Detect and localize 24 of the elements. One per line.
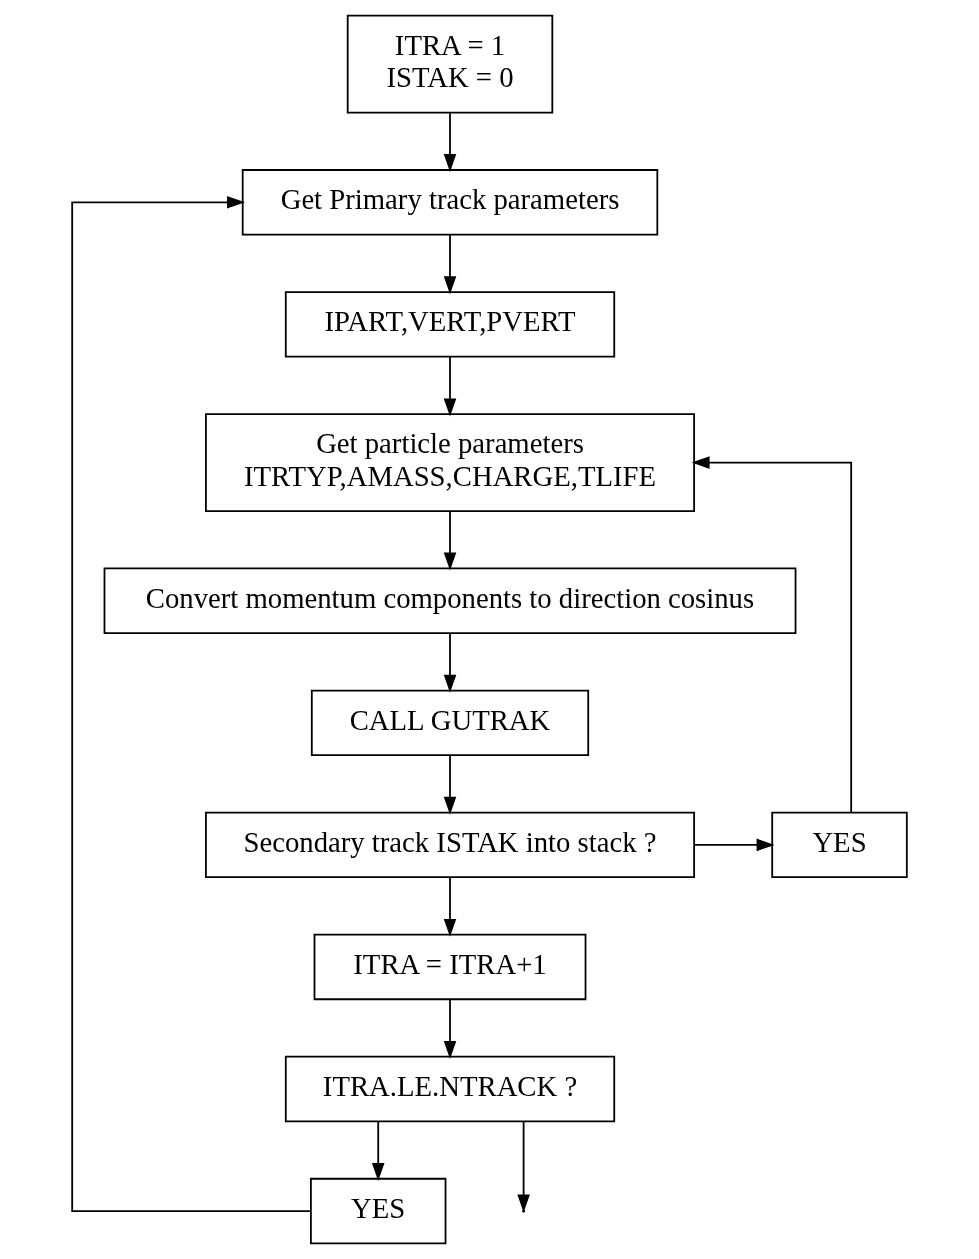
- arrow: [693, 838, 775, 852]
- arrow: [443, 998, 457, 1059]
- node-box: Convert momentum components to direction cosinus: [103, 567, 797, 634]
- node-box: ITRA = 1 ISTAK = 0: [346, 14, 554, 114]
- node-box: ITRA = ITRA+1: [313, 933, 587, 1001]
- arrow: [691, 456, 853, 814]
- node-box: Get particle parameters ITRTYP,AMASS,CHARGE,TLIFE: [205, 413, 695, 512]
- arrow: [443, 632, 457, 693]
- node-box: IPART,VERT,PVERT: [284, 291, 616, 358]
- arrow: [443, 510, 457, 571]
- arrow: [443, 754, 457, 815]
- node-box: ITRA.LE.NTRACK ?: [284, 1055, 616, 1123]
- node-box: Get Primary track parameters: [241, 169, 659, 236]
- node-box: YES: [771, 811, 908, 879]
- arrow: [71, 196, 312, 1212]
- arrow: [371, 1120, 385, 1181]
- arrow: [443, 876, 457, 937]
- node-box: CALL GUTRAK: [310, 689, 590, 757]
- node-box: Secondary track ISTAK into stack ?: [205, 811, 695, 879]
- arrow: [443, 356, 457, 417]
- node-box: YES: [310, 1177, 447, 1245]
- arrow: [443, 234, 457, 295]
- arrow: [443, 112, 457, 173]
- arrow: [517, 1120, 530, 1213]
